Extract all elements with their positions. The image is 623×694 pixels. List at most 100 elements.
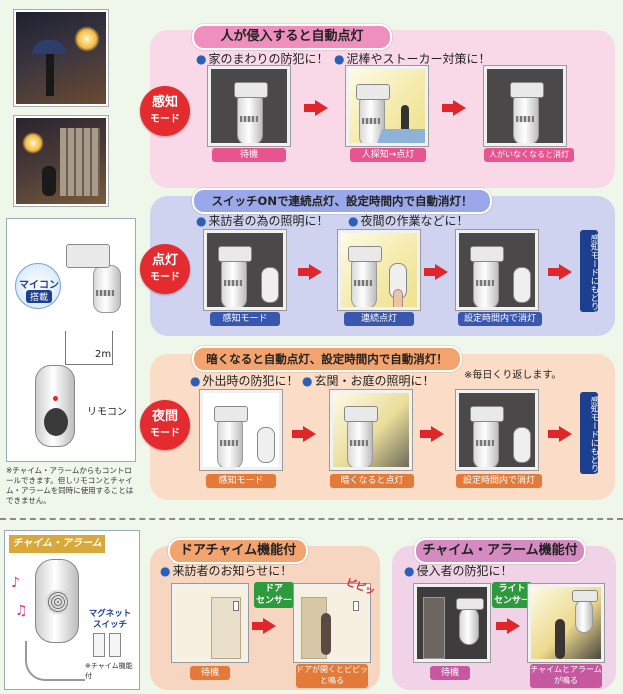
alarm-sensor-line1: ライト — [498, 584, 526, 594]
mode3-badge-line1: 夜間 — [151, 409, 178, 424]
lamp-icon — [214, 406, 248, 467]
mode3-arrow-1 — [292, 426, 316, 442]
lamp-band — [224, 280, 244, 286]
mode1-arrow-2 — [442, 100, 466, 116]
mode3-frame-dark-on — [330, 390, 412, 470]
mode1-badge-line2: モード — [150, 114, 180, 125]
alarm-frame-triggered — [528, 584, 604, 662]
mode1-bullet-1: 家のまわりの防犯に！ — [196, 50, 328, 67]
door-sensor — [233, 601, 239, 611]
mode3-repeat-note: ※毎日くり返します。 — [464, 370, 562, 381]
mode2-frame-on — [338, 230, 420, 310]
chime-speaker — [46, 590, 70, 614]
magnet-label: マグネット スイッチ — [85, 609, 135, 631]
lamp-head — [356, 84, 390, 100]
crouching-person — [42, 166, 56, 196]
remote-icon — [261, 267, 279, 303]
maicon-label: マイコン — [19, 280, 59, 291]
door-light-glow — [22, 132, 44, 154]
lamp-band — [516, 116, 536, 122]
door-icon — [211, 597, 241, 659]
maicon-sub: 搭載 — [26, 290, 52, 303]
mode3-bullet-1: 外出時の防犯に！ — [190, 372, 298, 389]
door-title: ドアチャイム機能付 — [168, 538, 308, 564]
remote-icon — [257, 427, 275, 463]
product-box: マイコン 搭載 2m リモコン — [6, 218, 136, 462]
lamp-band — [476, 280, 496, 286]
lamp-icon — [348, 246, 382, 307]
chime-heading: チャイム・アラーム — [9, 535, 105, 553]
mode1-arrow-1 — [304, 100, 328, 116]
lamp-band — [350, 440, 370, 446]
mode1-title: 人が侵入すると自動点灯 — [192, 24, 392, 50]
mode2-badge-line2: モード — [150, 272, 180, 283]
lamp-icon — [456, 598, 484, 645]
person-silhouette — [46, 54, 54, 96]
mode3-return-tab: 感知モードにもどります — [580, 392, 598, 474]
alarm-sensor-line2: センサー — [493, 596, 530, 606]
remote-button[interactable] — [44, 408, 68, 436]
magnet-switch — [109, 633, 121, 657]
walking-person — [401, 105, 409, 135]
door-frame-open — [294, 584, 370, 662]
mode2-arrow-1 — [298, 264, 322, 280]
door-icon — [423, 597, 445, 659]
remote-control — [35, 365, 75, 447]
remote-icon — [513, 267, 531, 303]
door-sensor-line1: ドア — [264, 584, 283, 594]
alarm-bullet: 侵入者の防犯に！ — [404, 562, 512, 579]
intruder-figure — [555, 619, 565, 659]
night-door-photo — [14, 116, 108, 206]
mode2-caption-2: 連続点灯 — [344, 312, 414, 326]
lamp-band — [240, 116, 260, 122]
mode3-bullet-2: 玄関・お庭の照明に！ — [302, 372, 434, 389]
mode2-arrow-3 — [548, 264, 572, 280]
alarm-sensor-badge: ライト センサー — [492, 582, 532, 608]
light-head — [66, 244, 110, 268]
alarm-caption-1: 待機 — [430, 666, 470, 680]
remote-note: ※チャイム・アラームからもコントロールできます。但しリモコンとチャイム・アラーム… — [6, 466, 134, 505]
lamp-head — [214, 406, 248, 422]
lamp-icon — [510, 82, 544, 143]
chime-box: チャイム・アラーム ♪ ♫ マグネット スイッチ ※チャイム機能付 — [4, 530, 140, 690]
magnet-switch — [93, 633, 105, 657]
sound-notes: ♪ — [11, 575, 20, 591]
glass-door — [60, 128, 100, 196]
remote-icon — [513, 427, 531, 463]
mode3-arrow-2 — [420, 426, 444, 442]
lamp-head — [234, 82, 268, 98]
door-sensor-badge: ドア センサー — [254, 582, 294, 608]
door-sensor — [353, 601, 359, 611]
mode1-caption-1: 待機 — [212, 148, 286, 162]
lamp-icon — [572, 590, 598, 633]
door-caption-2: ドアが開くとピピッと鳴る — [296, 664, 368, 688]
lamp-band — [220, 440, 240, 446]
lamp-band — [354, 280, 374, 286]
mode3-frame-off — [456, 390, 538, 470]
mode1-frame-standby — [208, 66, 290, 146]
lamp-icon — [470, 246, 504, 307]
door-bullet: 来訪者のお知らせに！ — [160, 562, 292, 579]
mode2-badge-line1: 点灯 — [151, 253, 178, 268]
lamp-band — [362, 118, 382, 124]
mode2-arrow-2 — [424, 264, 448, 280]
lamp-head — [470, 246, 504, 262]
alarm-title: チャイム・アラーム機能付 — [414, 538, 586, 564]
mode1-frame-off — [484, 66, 566, 146]
mode2-bullet-2: 夜間の作業などに！ — [348, 212, 468, 229]
visitor-figure — [321, 613, 331, 655]
mode3-badge-line2: モード — [150, 428, 180, 439]
mode2-badge: 点灯 モード — [140, 244, 190, 294]
door-frame-standby — [172, 584, 248, 662]
mode3-caption-2: 暗くなると点灯 — [330, 474, 414, 488]
lamp-head — [572, 590, 598, 602]
sound-notes: ♫ — [15, 603, 28, 619]
lamp-icon — [234, 82, 268, 143]
mode2-title: スイッチONで連続点灯、設定時間内で自動消灯！ — [192, 188, 492, 214]
mode2-return-tab: 感知モードにもどります — [580, 230, 598, 312]
mode2-frame-off — [456, 230, 538, 310]
mode3-badge: 夜間 モード — [140, 400, 190, 450]
mode2-caption-3: 設定時間内で消灯 — [458, 312, 542, 326]
mode3-arrow-3 — [548, 426, 572, 442]
sensor-light-device — [66, 244, 121, 313]
